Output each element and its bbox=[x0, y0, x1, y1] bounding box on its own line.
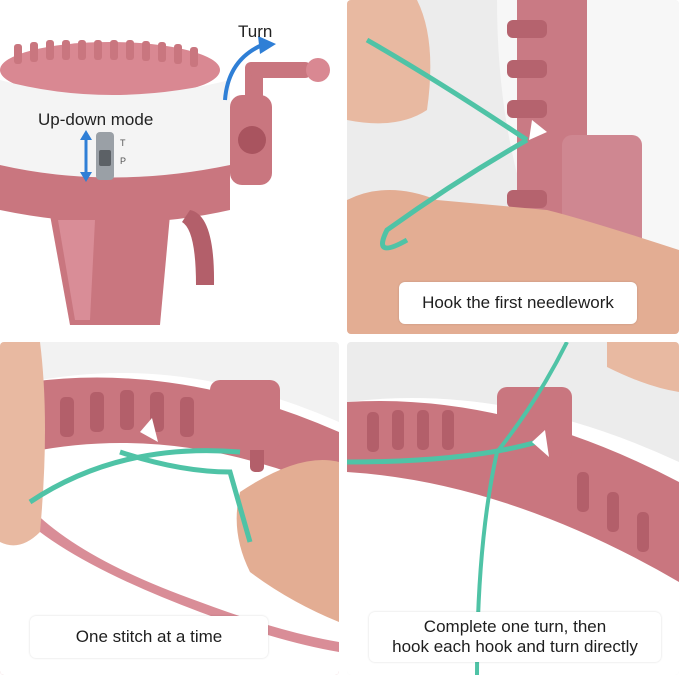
hook-first-illustration bbox=[347, 0, 679, 334]
complete-turn-caption: Complete one turn, then hook each hook a… bbox=[369, 612, 661, 662]
one-stitch-caption: One stitch at a time bbox=[30, 616, 268, 658]
complete-turn-caption-line2: hook each hook and turn directly bbox=[392, 637, 638, 656]
machine-crank-panel: Turn Up-down mode T P bbox=[0, 0, 339, 334]
complete-turn-panel: Complete one turn, then hook each hook a… bbox=[347, 342, 679, 675]
one-stitch-caption-text: One stitch at a time bbox=[75, 626, 223, 646]
machine-crank-illustration bbox=[0, 0, 339, 334]
switch-mark-t: T bbox=[120, 138, 126, 148]
switch-mark-p: P bbox=[120, 156, 127, 166]
complete-turn-caption-line1: Complete one turn, then bbox=[423, 616, 607, 636]
turn-label: Turn bbox=[238, 22, 273, 41]
hook-first-panel: Hook the first needlework bbox=[347, 0, 679, 334]
hook-first-caption-text: Hook the first needlework bbox=[422, 292, 614, 312]
up-down-mode-label: Up-down mode bbox=[38, 110, 154, 129]
hook-first-caption: Hook the first needlework bbox=[399, 282, 637, 324]
one-stitch-panel: One stitch at a time bbox=[0, 342, 339, 675]
